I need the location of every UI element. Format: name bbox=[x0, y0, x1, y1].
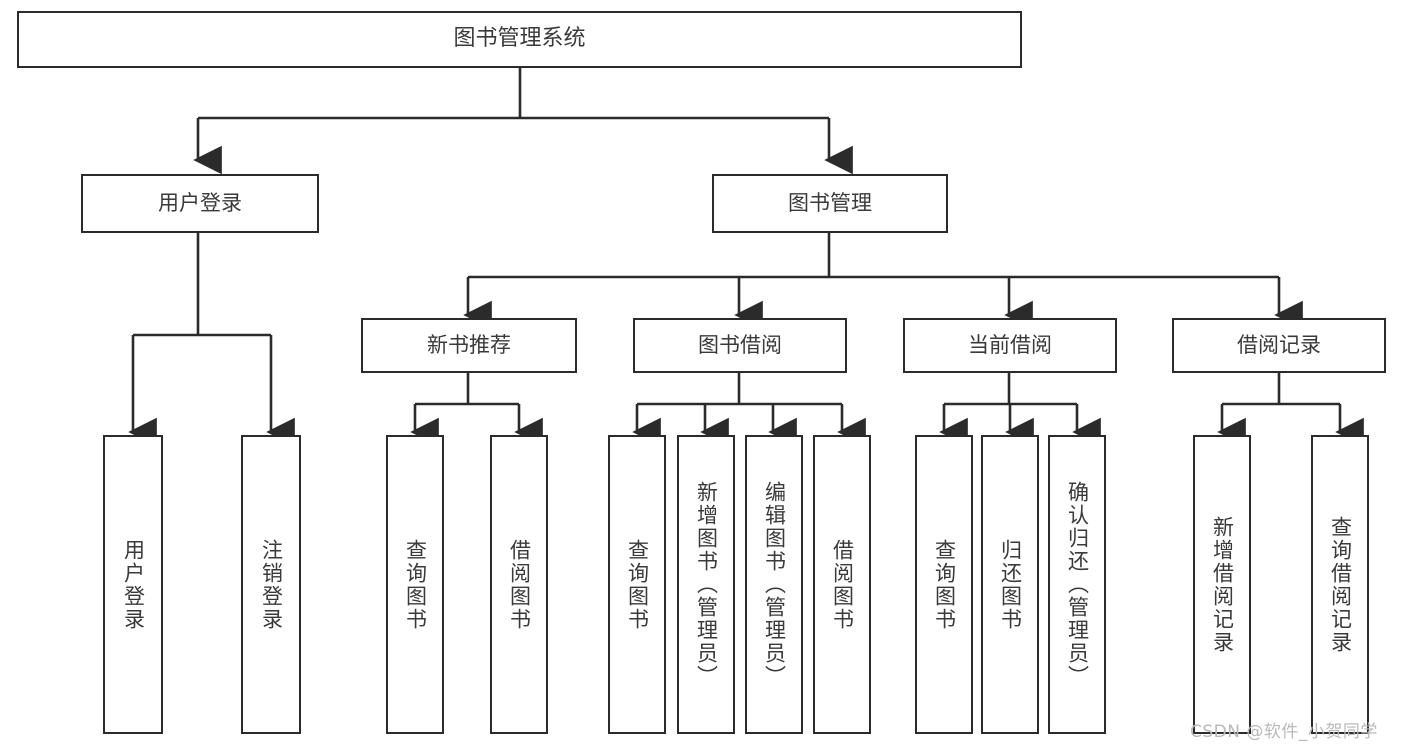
leaf-label: 查询图书 bbox=[625, 538, 650, 631]
leaf-label: 编辑图书（管理员） bbox=[762, 481, 787, 688]
csdn-watermark: CSDN @软件_小贺同学 bbox=[1190, 722, 1378, 742]
leaf-label: 用户登录 bbox=[121, 538, 146, 631]
leaf-borrow-query-book[interactable]: 查询图书 bbox=[608, 435, 666, 734]
leaf-label: 借阅图书 bbox=[830, 538, 855, 631]
node-current-borrowing[interactable]: 当前借阅 bbox=[903, 318, 1117, 373]
leaf-record-add-record[interactable]: 新增借阅记录 bbox=[1193, 435, 1251, 734]
leaf-record-query-record[interactable]: 查询借阅记录 bbox=[1311, 435, 1369, 734]
node-label: 图书管理系统 bbox=[453, 26, 586, 52]
leaf-borrow-borrow-book[interactable]: 借阅图书 bbox=[813, 435, 871, 734]
node-label: 图书管理 bbox=[788, 190, 872, 215]
leaf-borrow-add-book-admin[interactable]: 新增图书（管理员） bbox=[677, 435, 735, 734]
node-borrowing-records[interactable]: 借阅记录 bbox=[1172, 318, 1386, 373]
leaf-label: 查询图书 bbox=[932, 538, 957, 631]
leaf-new-book-borrow-book[interactable]: 借阅图书 bbox=[490, 435, 548, 734]
leaf-label: 注销登录 bbox=[259, 538, 284, 631]
node-label: 借阅记录 bbox=[1237, 332, 1321, 357]
leaf-label: 借阅图书 bbox=[507, 538, 532, 631]
leaf-new-book-query-book[interactable]: 查询图书 bbox=[386, 435, 444, 734]
leaf-label: 查询借阅记录 bbox=[1328, 515, 1353, 654]
node-book-management[interactable]: 图书管理 bbox=[712, 174, 948, 233]
node-label: 新书推荐 bbox=[427, 332, 511, 357]
leaf-label: 新增借阅记录 bbox=[1210, 515, 1235, 654]
leaf-current-query-book[interactable]: 查询图书 bbox=[915, 435, 973, 734]
node-new-book-recommendation[interactable]: 新书推荐 bbox=[361, 318, 577, 373]
node-user-login[interactable]: 用户登录 bbox=[81, 174, 319, 233]
leaf-user-login-login[interactable]: 用户登录 bbox=[103, 435, 163, 734]
node-book-borrowing[interactable]: 图书借阅 bbox=[633, 318, 847, 373]
leaf-label: 确认归还（管理员） bbox=[1065, 481, 1090, 688]
leaf-label: 新增图书（管理员） bbox=[694, 481, 719, 688]
node-label: 图书借阅 bbox=[698, 332, 782, 357]
leaf-label: 查询图书 bbox=[403, 538, 428, 631]
leaf-current-return-book[interactable]: 归还图书 bbox=[981, 435, 1039, 734]
node-label: 用户登录 bbox=[158, 190, 242, 215]
leaf-current-confirm-return-admin[interactable]: 确认归还（管理员） bbox=[1048, 435, 1106, 734]
node-label: 当前借阅 bbox=[968, 332, 1052, 357]
leaf-borrow-edit-book-admin[interactable]: 编辑图书（管理员） bbox=[745, 435, 803, 734]
node-root-book-management-system[interactable]: 图书管理系统 bbox=[17, 11, 1022, 68]
leaf-label: 归还图书 bbox=[998, 538, 1023, 631]
leaf-user-login-logout[interactable]: 注销登录 bbox=[241, 435, 301, 734]
